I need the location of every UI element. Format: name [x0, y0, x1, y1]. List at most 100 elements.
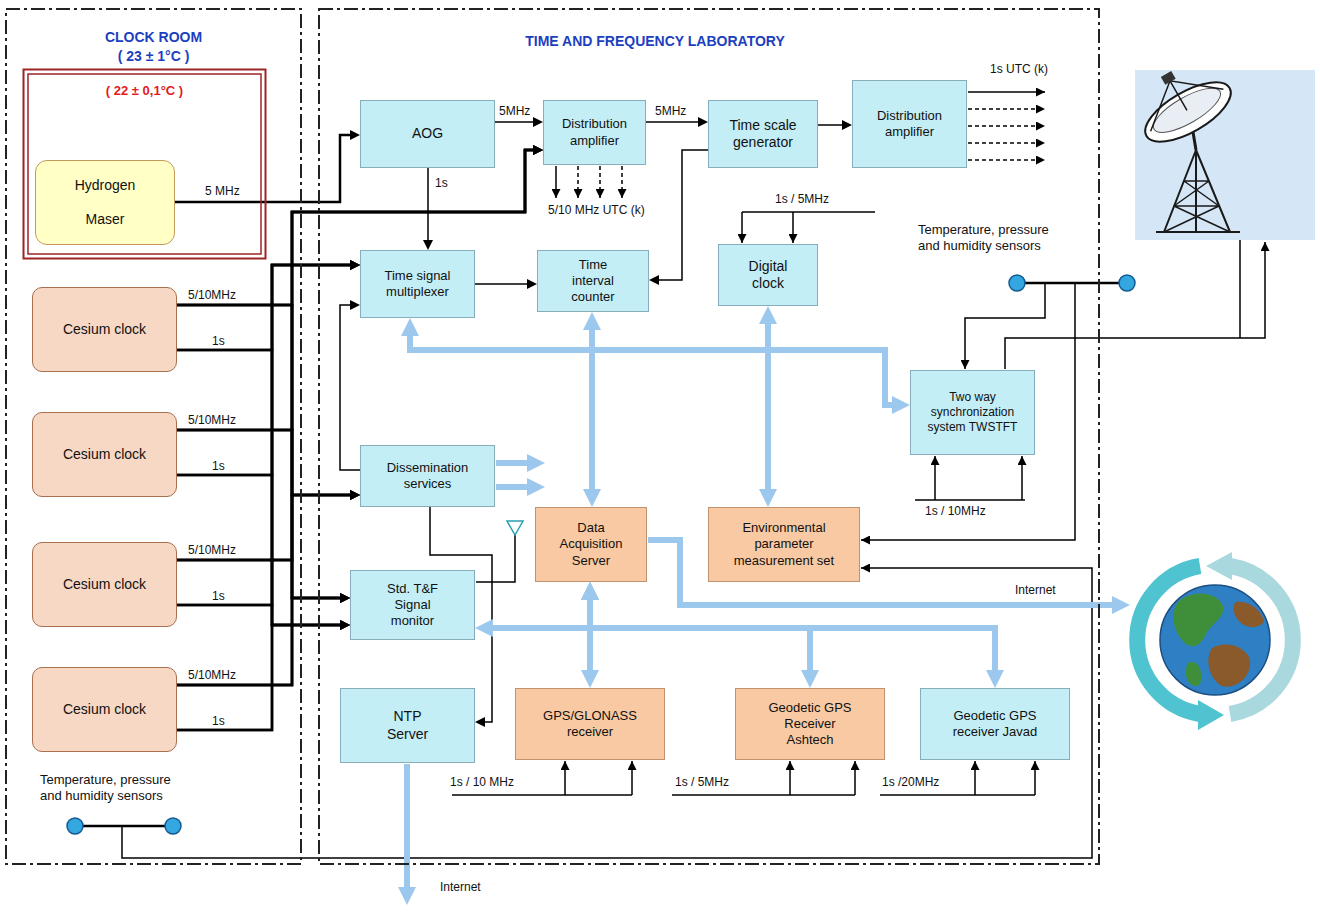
clock-box: Cesium clock [32, 412, 177, 497]
box-label: NTP Server [383, 708, 433, 743]
region-title: TIME AND FREQUENCY LABORATORY [318, 32, 992, 51]
text-holder: Data Acquisition Server [536, 508, 646, 581]
text-holder: Hydrogen Maser [36, 161, 174, 244]
device-box: Distribution amplifier [852, 80, 967, 168]
server-box: NTP Server [340, 688, 475, 763]
signal-label: Internet [440, 880, 481, 894]
feed-struts [1134, 60, 1224, 131]
signal-bus [177, 560, 340, 598]
receiver-box: GPS/GLONASS receiver [515, 688, 665, 760]
signal-label: Temperature, pressure and humidity senso… [918, 222, 1068, 255]
signal-bus [177, 305, 350, 495]
text-holder: Std. T&F Signal monitor [351, 571, 474, 639]
input-wire [452, 794, 632, 796]
continent [1208, 644, 1250, 686]
signal-wire [340, 305, 360, 470]
device-box: Time signal multiplexer [360, 250, 475, 318]
signal-label: 5/10MHz [188, 288, 236, 302]
input-arrow [564, 761, 566, 795]
region-border [6, 9, 301, 864]
continent [1186, 662, 1201, 686]
device-box: Distribution amplifier [543, 100, 646, 165]
output-arrow [621, 166, 623, 198]
signal-label: 1s / 10MHz [925, 504, 986, 518]
box-label: Time signal multiplexer [367, 268, 468, 301]
sensor-dot [1119, 275, 1135, 291]
signal-bus [177, 598, 340, 685]
text-holder: AOG [361, 101, 494, 167]
text-holder: Environmental parameter measurement set [709, 508, 859, 581]
network-link [590, 600, 995, 670]
text-holder: Time interval counter [538, 251, 648, 311]
signal-bus [177, 350, 340, 625]
text-holder: Two way synchronization system TWSTFT [911, 371, 1034, 454]
signal-label: 1s [435, 176, 448, 190]
network-arrows [407, 463, 1112, 887]
input-wire [672, 794, 855, 796]
signal-wire [427, 168, 429, 240]
globe-ocean [1160, 585, 1270, 695]
antenna-wire [1239, 240, 1241, 338]
signal-label: 5/10MHz [188, 668, 236, 682]
signal-label: 1s [212, 589, 225, 603]
signal-bus [177, 495, 350, 560]
globe-icon [1137, 552, 1293, 730]
clock-box: Cesium clock [32, 542, 177, 627]
signal-label: 5MHz [655, 104, 686, 118]
cycle-arrowhead [1206, 552, 1232, 580]
maser-box: Hydrogen Maser [35, 160, 175, 245]
device-box: Time scale generator [708, 100, 818, 168]
internet-link [404, 764, 410, 887]
device-box: Time interval counter [537, 250, 649, 312]
text-holder: Cesium clock [33, 413, 176, 496]
signal-label: 1s UTC (k) [990, 62, 1048, 76]
text-holder: TIME AND FREQUENCY LABORATORY [318, 32, 992, 51]
signal-bus [177, 150, 533, 685]
text-holder: CLOCK ROOM( 23 ± 1°C ) [5, 28, 302, 66]
sensor-dot [165, 818, 181, 834]
box-label: Cesium clock [63, 321, 146, 339]
signal-bus [177, 265, 350, 605]
signal-label: 1s / 5MHz [675, 775, 729, 789]
box-label: Geodetic GPS receiver Javad [945, 708, 1045, 741]
receiver-box: Geodetic GPS receiver Javad [920, 688, 1070, 760]
signal-wire [646, 121, 698, 123]
input-arrow [741, 212, 743, 243]
output-arrow [968, 108, 1045, 110]
text-holder: Geodetic GPS Receiver Ashtech [736, 689, 884, 759]
box-label: Distribution amplifier [550, 116, 639, 149]
dish-panel [1135, 70, 1315, 240]
signal-bus [177, 150, 533, 430]
signal-bus [177, 430, 340, 598]
box-label: Time scale generator [715, 117, 811, 152]
text-holder: Cesium clock [33, 288, 176, 371]
signal-label: 5/10MHz [188, 413, 236, 427]
device-box: Two way synchronization system TWSTFT [910, 370, 1035, 455]
input-wire [742, 211, 875, 213]
signal-wire [475, 283, 527, 285]
room-region: Hydrogen Maser( 22 ± 0,1°C )Cesium clock… [5, 8, 302, 865]
sensor-wire [1017, 282, 1127, 285]
input-arrow [631, 761, 633, 795]
signal-label: 1s [212, 459, 225, 473]
antenna-symbol [507, 521, 523, 535]
tower-legs [1156, 150, 1240, 232]
text-holder: NTP Server [341, 689, 474, 762]
continent [1233, 602, 1264, 627]
device-box: Digital clock [718, 244, 818, 306]
signal-wire [495, 121, 533, 123]
signal-label: 1s [212, 334, 225, 348]
signal-label: 1s / 5MHz [775, 192, 829, 206]
input-arrow [792, 212, 794, 243]
box-label: Cesium clock [63, 446, 146, 464]
input-wire [915, 499, 1025, 501]
output-arrow [599, 166, 601, 198]
input-arrow [1034, 761, 1036, 795]
text-holder: Cesium clock [33, 668, 176, 751]
continent [1173, 594, 1223, 647]
signal-bus [177, 430, 350, 495]
output-arrow [968, 159, 1045, 161]
sensor-dot [1009, 275, 1025, 291]
box-label: Environmental parameter measurement set [729, 520, 839, 569]
